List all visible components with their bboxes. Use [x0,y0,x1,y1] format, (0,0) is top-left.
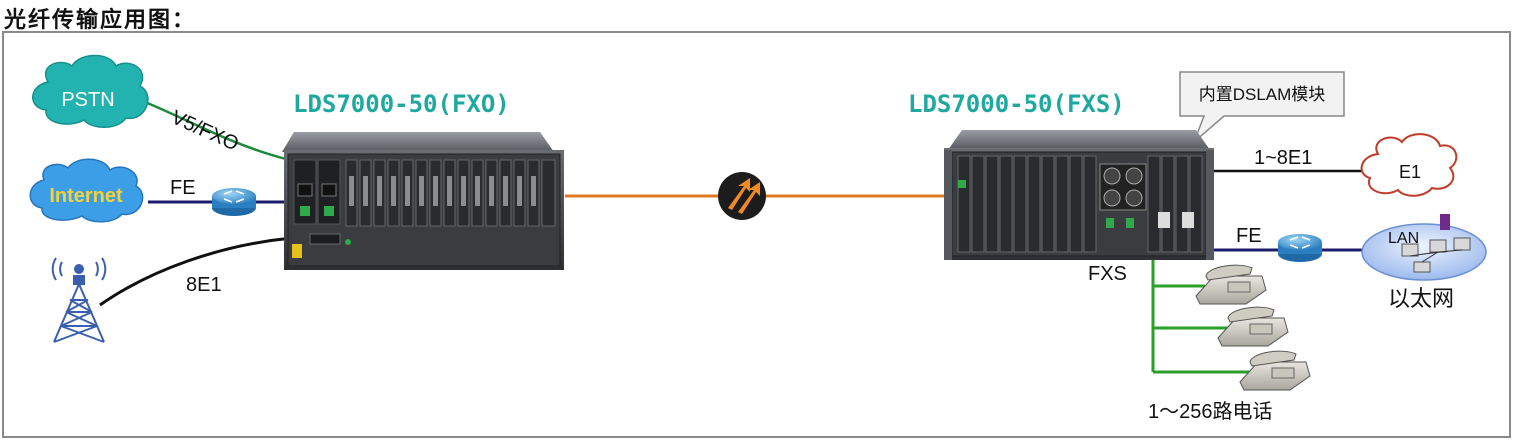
telephone-icon-3 [1239,350,1311,391]
page-heading: 光纤传输应用图： [4,8,197,33]
lan-label: LAN [1388,230,1419,247]
router-icon [212,188,256,216]
radio-tower-icon [51,257,107,343]
cloud-pstn-icon: PSTN [32,54,149,128]
lan-caption: 以太网 [1388,286,1454,311]
fxs-label: FXS [1088,263,1127,285]
fe-link-label: FE [1236,225,1262,247]
telephone-icon [1195,264,1267,305]
e1-link-label: 1~8E1 [1254,147,1312,169]
pstn-link-line [139,98,291,162]
cloud-internet-icon: Internet [29,158,144,223]
router-icon-right [1278,234,1322,262]
internet-link-label: FE [170,177,196,199]
diagram-frame [2,31,1511,438]
internet-label: Internet [49,185,123,207]
e1-cloud-label: E1 [1399,162,1421,182]
left-device-title: LDS7000-50(FXO) [293,90,510,118]
fxs-chassis [944,130,1214,260]
telephone-icon-2 [1217,306,1289,347]
tower-link-line [99,236,293,307]
lan-network-icon: LAN [1361,214,1487,281]
tower-link-label: 8E1 [186,274,222,296]
dslam-callout: 内置DSLAM模块 [1179,71,1345,143]
pstn-label: PSTN [61,89,114,111]
pstn-link-label: V5/FXO [168,106,242,155]
phones-caption: 1～256路电话 [1148,400,1273,423]
cloud-e1-icon: E1 [1360,133,1458,197]
fxo-chassis [282,132,564,270]
fiber-converter-icon [718,172,766,220]
dslam-callout-text: 内置DSLAM模块 [1199,85,1326,104]
right-device-title: LDS7000-50(FXS) [908,90,1125,118]
phone-link-lines [1151,252,1250,374]
